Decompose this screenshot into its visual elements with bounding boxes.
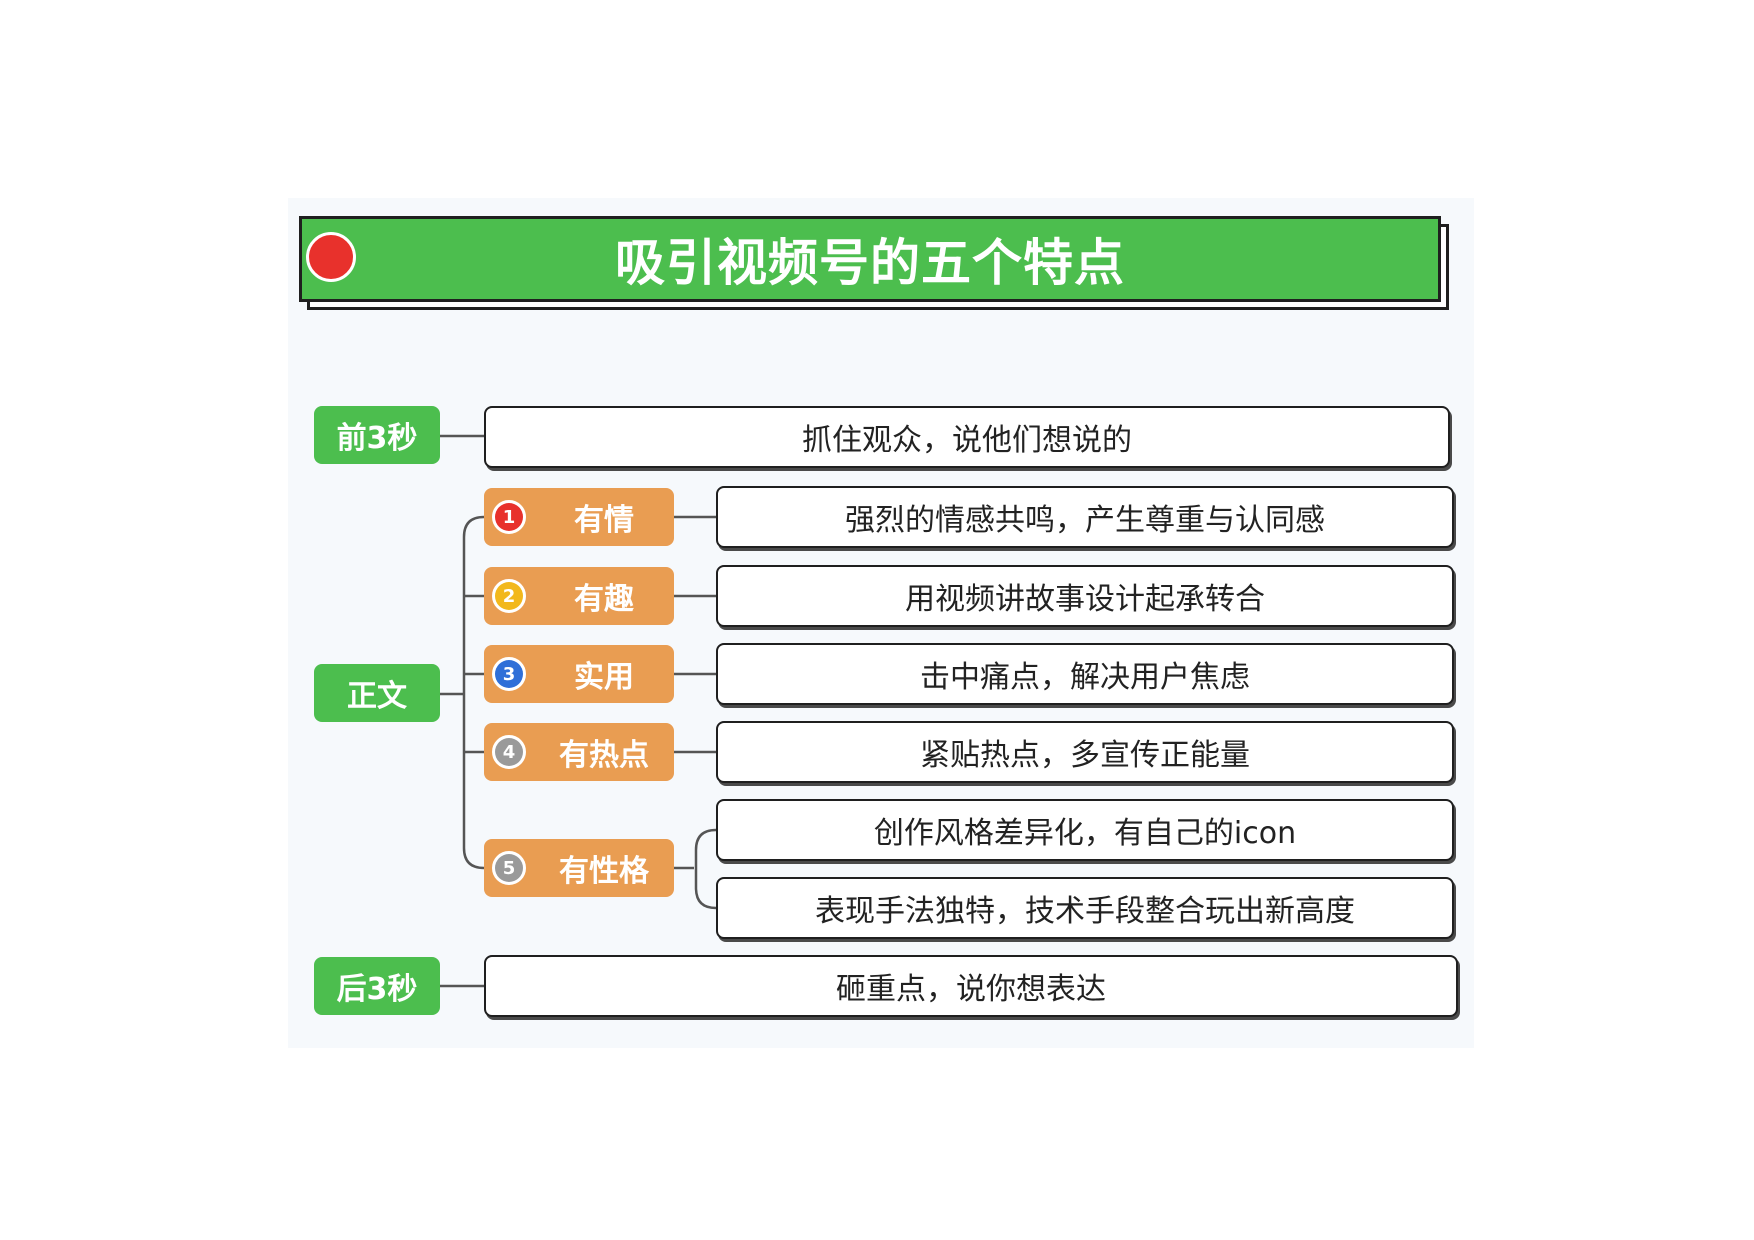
opening-text-box: 抓住观众，说他们想说的 — [484, 406, 1450, 468]
feature-tag-3: 3 实用 — [484, 645, 674, 703]
feature-label: 实用 — [574, 660, 634, 695]
page-title: 吸引视频号的五个特点 — [615, 234, 1125, 292]
feature-tag-4: 4 有热点 — [484, 723, 674, 781]
feature-text-box-2: 用视频讲故事设计起承转合 — [716, 565, 1454, 627]
feature-text-box-1: 强烈的情感共鸣，产生尊重与认同感 — [716, 486, 1454, 548]
feature-label: 有热点 — [559, 738, 649, 773]
number-3-icon: 3 — [492, 657, 526, 691]
connector-body-branches — [462, 515, 485, 870]
feature-label: 有趣 — [574, 582, 634, 617]
number-2-icon: 2 — [492, 579, 526, 613]
number-1-icon: 1 — [492, 500, 526, 534]
feature-tag-1: 1 有情 — [484, 488, 674, 546]
feature-tag-2: 2 有趣 — [484, 567, 674, 625]
feature-text-box-4: 紧贴热点，多宣传正能量 — [716, 721, 1454, 783]
red-dot-icon — [306, 232, 356, 282]
feature-text-box-5a: 创作风格差异化，有自己的icon — [716, 799, 1454, 861]
title-bar: 吸引视频号的五个特点 — [299, 216, 1441, 302]
feature-text-box-3: 击中痛点，解决用户焦虑 — [716, 643, 1454, 705]
number-4-icon: 4 — [492, 735, 526, 769]
section-tag-body: 正文 — [314, 664, 440, 722]
section-tag-closing: 后3秒 — [314, 957, 440, 1015]
section-tag-opening: 前3秒 — [314, 406, 440, 464]
connector-item-5-branches — [694, 828, 717, 910]
feature-label: 有情 — [574, 503, 634, 538]
feature-tag-5: 5 有性格 — [484, 839, 674, 897]
closing-text-box: 砸重点，说你想表达 — [484, 955, 1458, 1017]
feature-label: 有性格 — [559, 854, 649, 889]
feature-text-box-5b: 表现手法独特，技术手段整合玩出新高度 — [716, 877, 1454, 939]
number-5-icon: 5 — [492, 851, 526, 885]
